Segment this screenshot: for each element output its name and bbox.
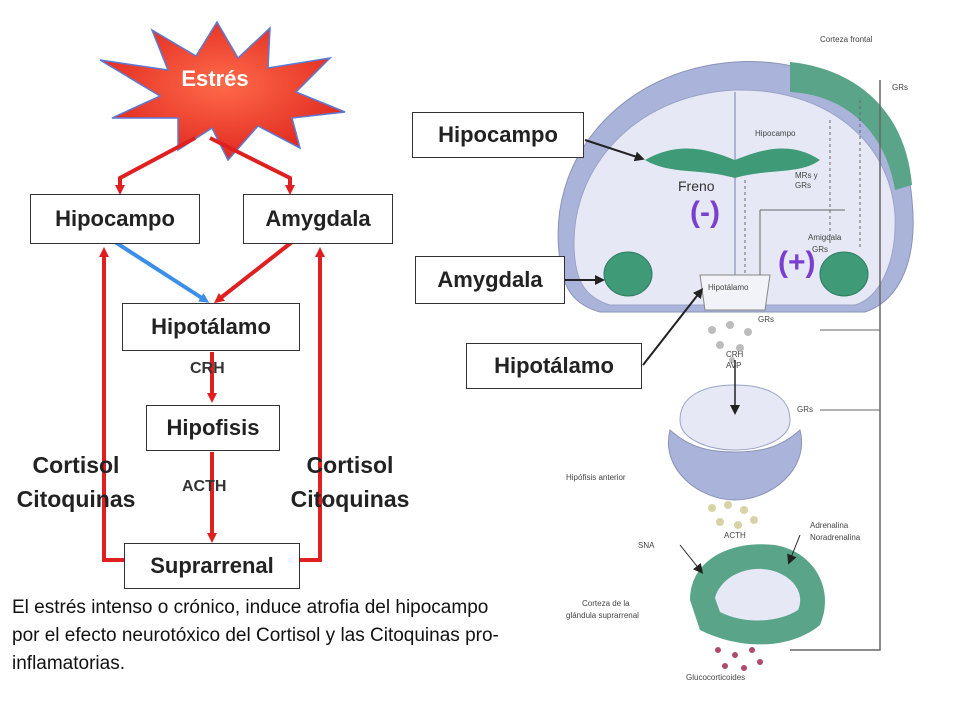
brain-illustration: Corteza frontal GRs Hipocampo MRs y GRs … bbox=[557, 35, 914, 682]
cortisol-citoquinas-right: Cortisol Citoquinas bbox=[280, 448, 420, 516]
acth-label: ACTH bbox=[182, 478, 227, 495]
plus-sign: (+) bbox=[778, 246, 816, 279]
brain-label-hipotalamo: Hipotálamo bbox=[708, 283, 749, 292]
brain-label-grs-4: GRs bbox=[758, 315, 774, 324]
brain-label-avp: AVP bbox=[726, 361, 741, 370]
brain-label-crh: CRH bbox=[726, 350, 744, 359]
brain-label-grs-3: GRs bbox=[812, 245, 828, 254]
right-amygdala-label: Amygdala bbox=[437, 267, 543, 292]
brain-label-glandula: glándula suprarrenal bbox=[566, 611, 639, 620]
hipofisis-box-label: Hipofisis bbox=[166, 415, 260, 440]
cortisol-right-text: Cortisol bbox=[306, 452, 394, 478]
hipocampo-to-hipotalamo-arrow bbox=[113, 240, 210, 303]
stress-label: Estrés bbox=[181, 66, 249, 91]
citoquinas-right-text: Citoquinas bbox=[290, 486, 410, 512]
stress-arrows bbox=[115, 136, 295, 195]
brain-label-corteza-frontal: Corteza frontal bbox=[820, 35, 873, 44]
brain-label-amigdala: Amigdala bbox=[808, 233, 842, 242]
brain-label-grs-1: GRs bbox=[892, 83, 908, 92]
suprarrenal-box-label: Suprarrenal bbox=[150, 553, 274, 578]
brain-label-mrs: MRs y bbox=[795, 171, 818, 180]
brain-label-acth: ACTH bbox=[724, 531, 746, 540]
brain-label-sna: SNA bbox=[638, 541, 655, 550]
right-hipotalamo-box: Hipotálamo bbox=[466, 343, 642, 389]
caption-text: El estrés intenso o crónico, induce atro… bbox=[12, 597, 499, 674]
brain-label-corteza-de-la: Corteza de la bbox=[582, 599, 630, 608]
crh-label: CRH bbox=[190, 360, 225, 377]
amygdala-box: Amygdala bbox=[243, 194, 393, 244]
cortisol-left-text: Cortisol bbox=[32, 452, 120, 478]
brain-label-glucocorticoides: Glucocorticoides bbox=[686, 673, 745, 682]
right-label-arrows bbox=[565, 139, 704, 366]
minus-sign: (-) bbox=[690, 196, 720, 229]
brain-label-noradrenalina: Noradrenalina bbox=[810, 533, 861, 542]
hipocampo-box: Hipocampo bbox=[30, 194, 200, 244]
cortisol-citoquinas-left: Cortisol Citoquinas bbox=[6, 448, 146, 516]
hipotalamo-box-label: Hipotálamo bbox=[151, 314, 271, 339]
feedback-loops bbox=[99, 247, 325, 562]
stress-burst-shape bbox=[99, 20, 346, 162]
amygdala-to-hipotalamo-arrow bbox=[214, 240, 294, 304]
right-hipotalamo-label: Hipotálamo bbox=[494, 353, 614, 378]
freno-label: Freno bbox=[678, 178, 715, 194]
amygdala-box-label: Amygdala bbox=[265, 206, 371, 231]
brain-label-hipocampo: Hipocampo bbox=[755, 129, 796, 138]
suprarrenal-box: Suprarrenal bbox=[124, 543, 300, 589]
citoquinas-left-text: Citoquinas bbox=[16, 486, 136, 512]
brain-label-grs-2: GRs bbox=[795, 181, 811, 190]
brain-label-hipofisis-anterior: Hipófisis anterior bbox=[566, 473, 626, 482]
right-amygdala-box: Amygdala bbox=[415, 256, 565, 304]
right-hipocampo-box: Hipocampo bbox=[412, 112, 584, 158]
hipotalamo-box: Hipotálamo bbox=[122, 303, 300, 351]
brain-label-adrenalina: Adrenalina bbox=[810, 521, 849, 530]
right-hipocampo-label: Hipocampo bbox=[438, 122, 558, 147]
brain-label-grs-5: GRs bbox=[797, 405, 813, 414]
hipocampo-box-label: Hipocampo bbox=[55, 206, 175, 231]
hipofisis-box: Hipofisis bbox=[146, 405, 280, 451]
